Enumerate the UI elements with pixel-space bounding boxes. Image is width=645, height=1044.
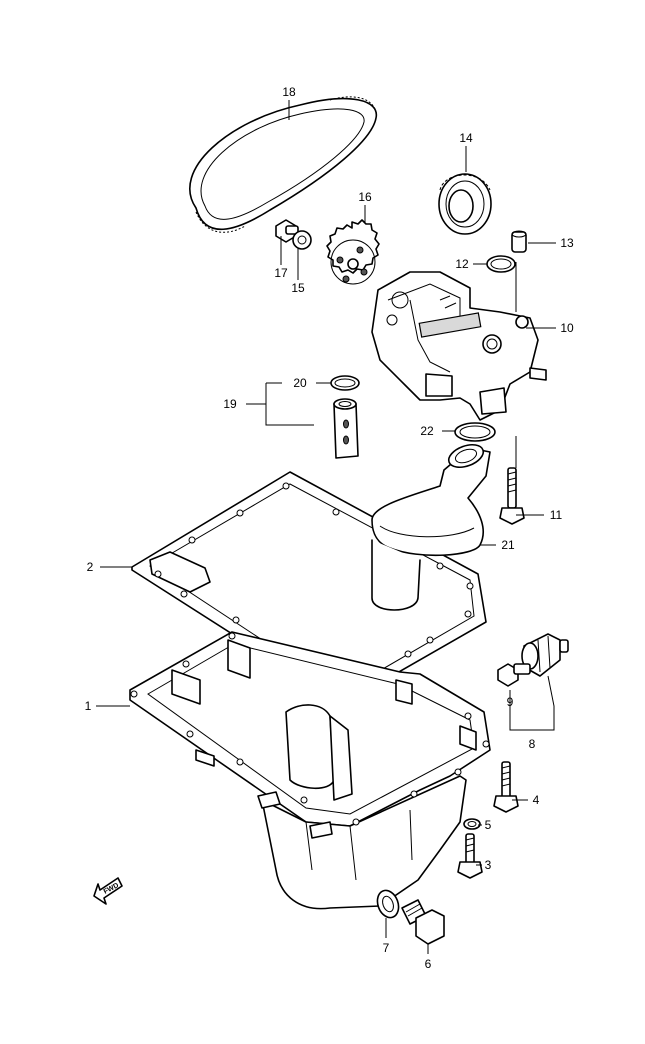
callout-21: 21 [501, 538, 515, 552]
dowel-pin[interactable] [511, 230, 527, 253]
callout-4: 4 [533, 793, 540, 807]
callout-3: 3 [485, 858, 492, 872]
callout-15: 15 [291, 281, 305, 295]
callout-16: 16 [358, 190, 372, 204]
callout-labels: 18 14 16 13 12 17 15 10 20 19 22 11 21 2… [85, 85, 574, 971]
pump-bolt[interactable] [499, 467, 525, 525]
switch-bolt[interactable] [497, 663, 531, 687]
oil-pump-sprocket[interactable] [326, 219, 380, 285]
cam-chain[interactable] [189, 96, 378, 233]
oil-pipe[interactable] [333, 398, 359, 459]
callout-14: 14 [459, 131, 473, 145]
o-ring-20[interactable] [330, 375, 360, 391]
leader-lines [96, 100, 556, 954]
callout-7: 7 [383, 941, 390, 955]
pan-bolt-3[interactable] [457, 833, 483, 879]
callout-10: 10 [560, 321, 574, 335]
callout-2: 2 [87, 560, 94, 574]
callout-8: 8 [529, 737, 536, 751]
callout-6: 6 [425, 957, 432, 971]
callout-9: 9 [507, 695, 514, 709]
o-ring-22[interactable] [454, 422, 496, 442]
callout-17: 17 [274, 266, 288, 280]
oil-pressure-switch[interactable] [521, 633, 569, 677]
callout-19: 19 [223, 397, 237, 411]
oil-strainer[interactable] [371, 440, 491, 611]
callout-22: 22 [420, 424, 434, 438]
o-ring-12[interactable] [486, 255, 516, 273]
fwd-arrow-icon: FWD [93, 877, 123, 905]
crank-sprocket[interactable] [438, 173, 492, 235]
oil-pump[interactable] [371, 271, 547, 421]
drain-plug[interactable] [401, 899, 445, 945]
callout-11: 11 [550, 508, 563, 522]
callout-13: 13 [560, 236, 574, 250]
callout-20: 20 [293, 376, 307, 390]
callout-5: 5 [485, 818, 492, 832]
drain-plug-gasket[interactable] [374, 887, 402, 920]
washer-5[interactable] [463, 818, 481, 830]
callout-18: 18 [282, 85, 296, 99]
washer-15[interactable] [292, 230, 312, 250]
callout-1: 1 [85, 699, 92, 713]
callout-12: 12 [455, 257, 469, 271]
oil-pan[interactable] [129, 631, 491, 910]
pan-bolt-4[interactable] [493, 761, 519, 813]
